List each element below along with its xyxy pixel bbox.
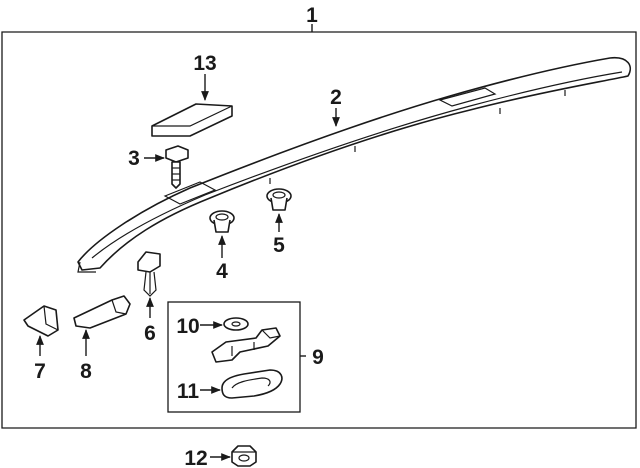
pad <box>221 369 283 399</box>
roof-rail <box>77 56 632 273</box>
callout-8: 8 <box>80 360 92 383</box>
retainer <box>137 251 161 297</box>
clip-b <box>266 188 292 211</box>
callout-7: 7 <box>34 360 46 383</box>
bracket-kit-box <box>167 301 306 413</box>
washer <box>223 317 249 331</box>
nut <box>231 445 257 467</box>
callout-13: 13 <box>193 52 216 75</box>
clip-a <box>209 210 235 233</box>
bracket <box>211 327 281 363</box>
callout-4: 4 <box>216 260 228 283</box>
front-cover <box>23 305 59 337</box>
tape <box>151 103 233 137</box>
assembly-frame <box>1 24 637 429</box>
callout-11: 11 <box>177 380 200 403</box>
callout-3: 3 <box>128 147 140 170</box>
callout-10: 10 <box>176 315 199 338</box>
callout-2: 2 <box>330 86 342 109</box>
callout-6: 6 <box>144 322 156 345</box>
rear-cover <box>73 295 131 329</box>
callout-12: 12 <box>184 447 207 468</box>
callout-5: 5 <box>273 234 285 257</box>
callout-1: 1 <box>306 4 318 27</box>
callout-9: 9 <box>312 346 324 369</box>
bolt <box>165 145 189 189</box>
